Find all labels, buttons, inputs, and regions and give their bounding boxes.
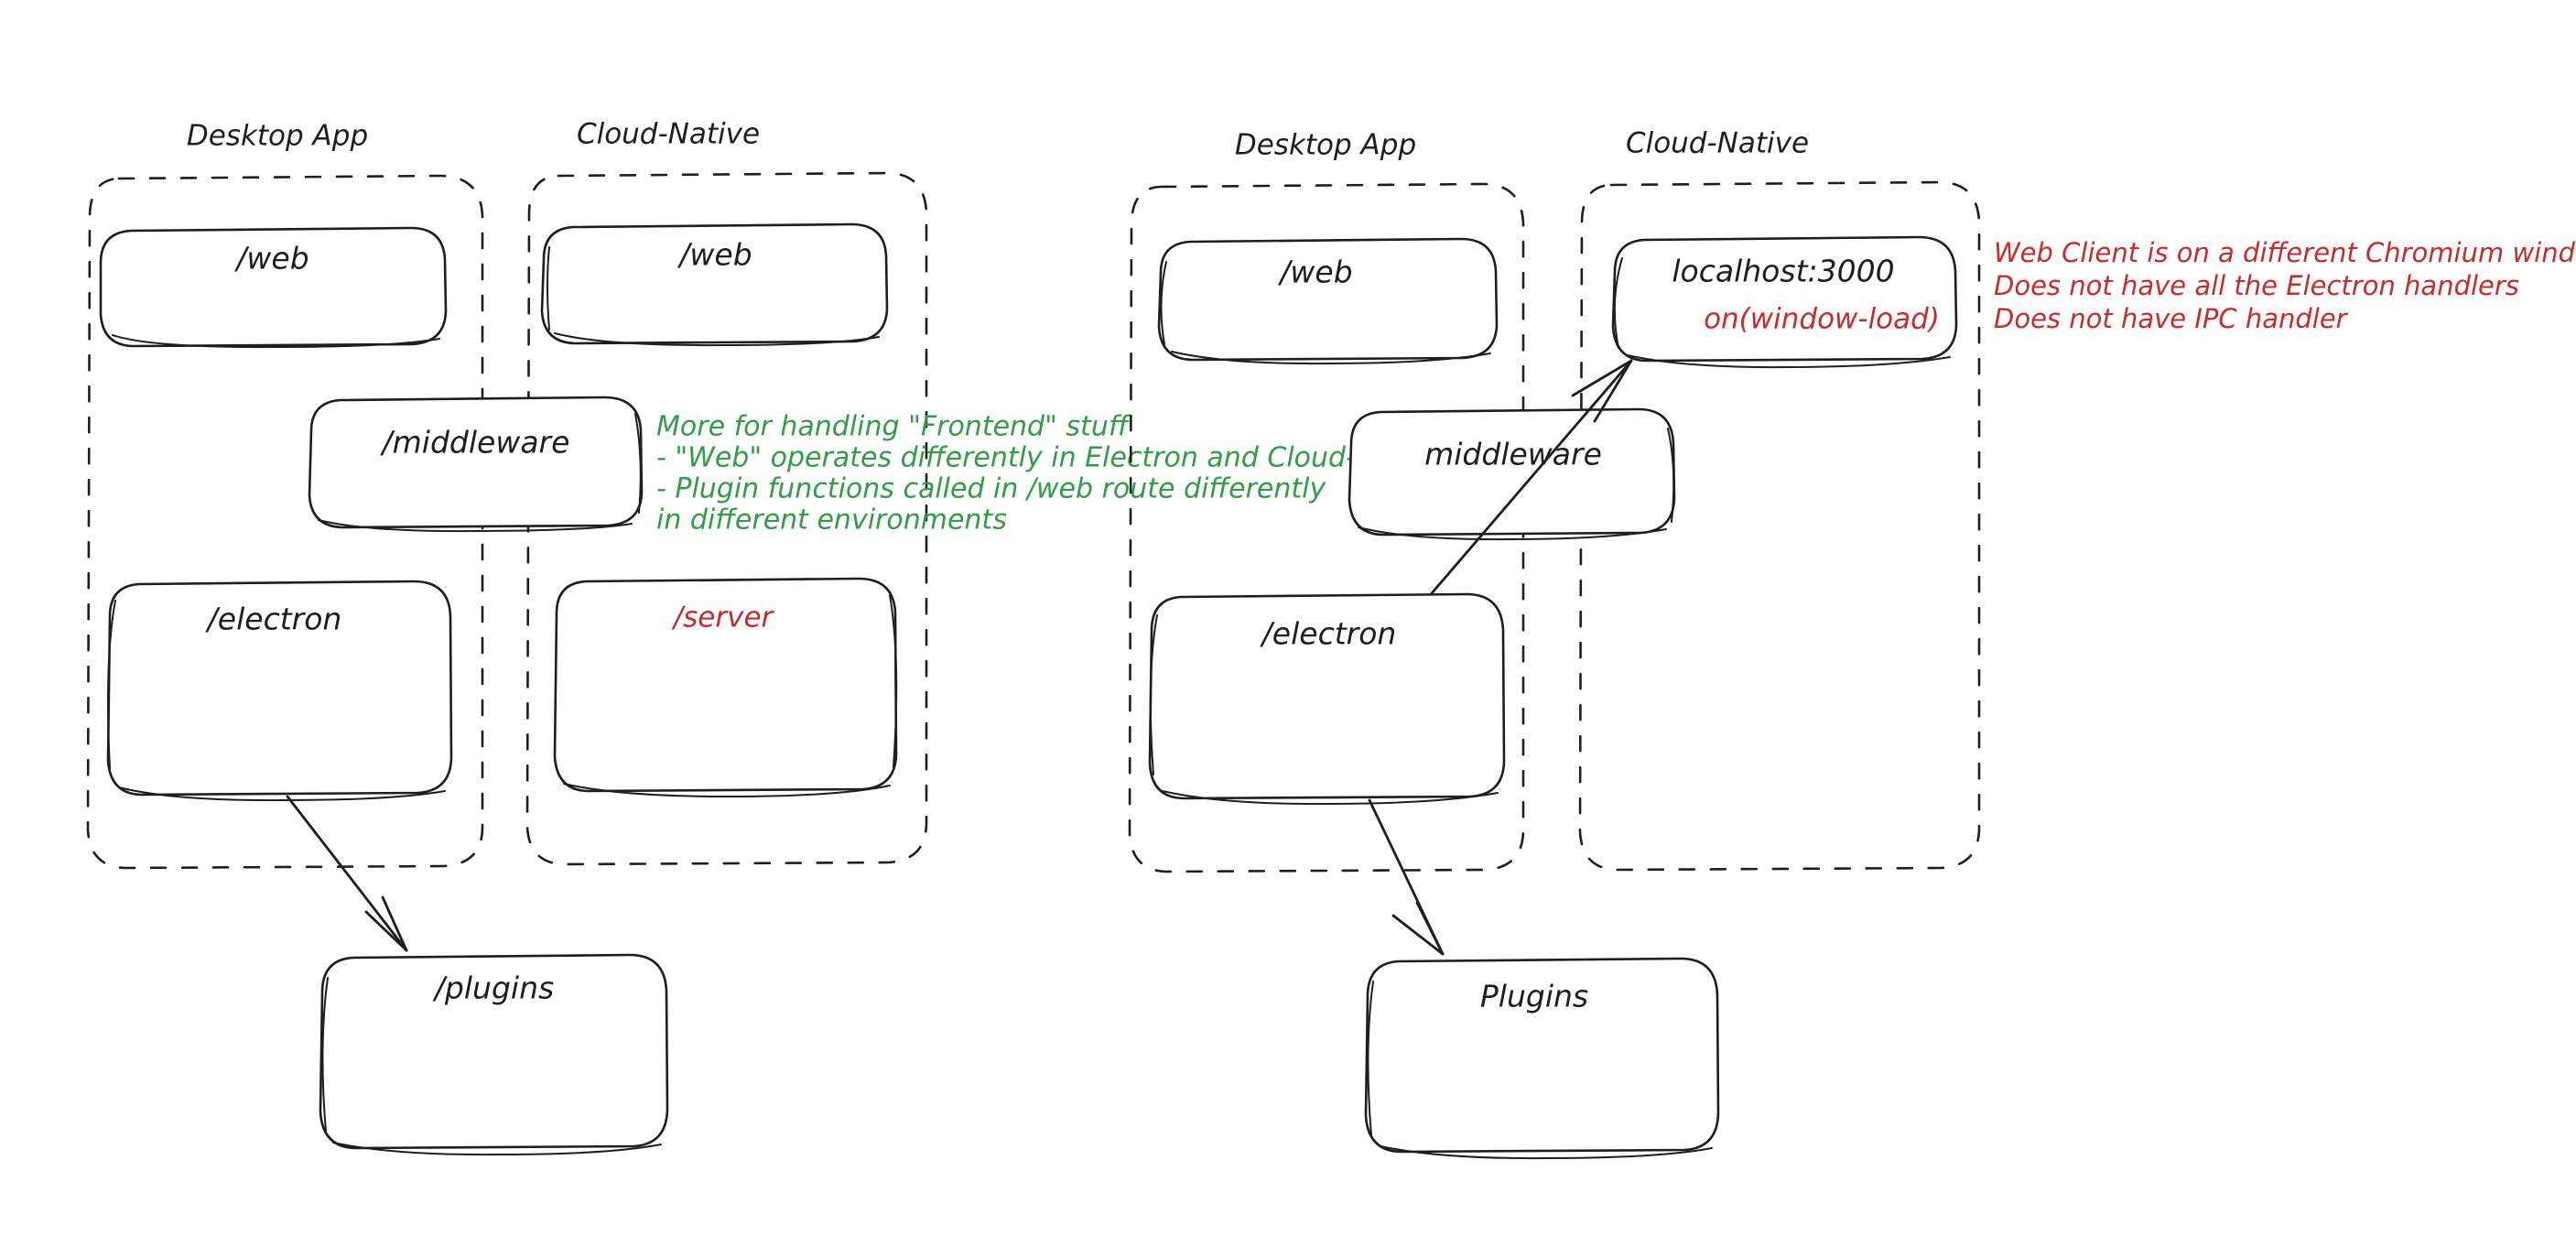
node-shape <box>540 222 889 345</box>
note-line: - Plugin functions called in /web route … <box>656 473 1326 505</box>
node-sub-label: on(window-load) <box>1704 303 1940 336</box>
node-label: /web <box>676 237 752 273</box>
node-shape <box>1364 957 1720 1154</box>
right-arrow-electron-to-plugins <box>1368 798 1445 956</box>
left-node-electron[interactable]: /electron <box>106 580 453 802</box>
node-shape-sketch <box>1367 981 1713 1160</box>
node-label: /plugins <box>432 970 554 1006</box>
note-line: More for handling "Frontend" stuff <box>656 411 1131 443</box>
dashed-container <box>1578 180 1981 872</box>
right-group-cloud-native: Cloud-Native <box>1578 127 1981 872</box>
dashed-container <box>1128 182 1525 873</box>
right-group-label-desktop-app: Desktop App <box>1235 129 1416 162</box>
node-label: /middleware <box>380 425 570 461</box>
right-note-red: Web Client is on a different Chromium wi… <box>1994 237 2576 334</box>
node-label: /electron <box>1260 616 1397 652</box>
node-shape-sketch <box>1149 614 1499 806</box>
right-node-middleware[interactable]: middleware <box>1348 407 1676 541</box>
dashed-container <box>525 171 928 866</box>
left-group-label-desktop-app: Desktop App <box>187 120 368 153</box>
node-shape-sketch <box>1358 428 1675 541</box>
node-label: /server <box>671 602 775 634</box>
left-node-server[interactable]: /server <box>553 577 898 797</box>
note-line: in different environments <box>656 504 1007 537</box>
note-line: Does not have IPC handler <box>1994 303 2349 334</box>
left-node-web-desktop[interactable]: /web <box>99 226 448 349</box>
right-node-electron[interactable]: /electron <box>1148 592 1506 806</box>
node-shape <box>319 953 669 1150</box>
note-line: - "Web" operates differently in Electron… <box>656 442 1445 474</box>
right-node-web[interactable]: /web <box>1157 237 1499 365</box>
node-shape <box>308 396 644 529</box>
node-shape-sketch <box>1160 261 1491 365</box>
right-group-desktop-app: Desktop App <box>1128 129 1525 873</box>
dashed-container <box>86 174 484 870</box>
node-shape-sketch <box>112 334 440 349</box>
left-note-green: More for handling "Frontend" stuff - "We… <box>656 411 1445 537</box>
node-shape <box>106 580 453 797</box>
node-shape-sketch <box>318 413 642 533</box>
note-line: Web Client is on a different Chromium wi… <box>1994 237 2576 268</box>
right-node-plugins[interactable]: Plugins <box>1364 957 1720 1160</box>
right-arrow-electron-to-localhost <box>1430 359 1633 595</box>
node-label: localhost:3000 <box>1672 254 1894 289</box>
node-label: /web <box>233 241 308 276</box>
node-label: middleware <box>1424 437 1602 472</box>
node-shape <box>99 226 448 348</box>
node-label: Plugins <box>1480 979 1588 1014</box>
left-group-cloud-native: Cloud-Native <box>525 118 928 866</box>
node-label: /electron <box>205 602 342 637</box>
note-line: Does not have all the Electron handlers <box>1994 270 2519 301</box>
left-node-web-cloud[interactable]: /web <box>540 222 889 347</box>
right-node-localhost-3000[interactable]: localhost:3000 on(window-load) <box>1611 235 1958 369</box>
node-shape <box>1611 235 1958 363</box>
left-group-label-cloud-native: Cloud-Native <box>577 118 760 151</box>
node-shape-sketch <box>1613 257 1951 369</box>
right-group-label-cloud-native: Cloud-Native <box>1626 127 1809 160</box>
left-node-plugins[interactable]: /plugins <box>319 953 669 1156</box>
left-arrow-electron-to-plugins <box>286 795 408 952</box>
node-label: /web <box>1277 255 1352 290</box>
node-shape-sketch <box>107 600 446 802</box>
node-shape-sketch <box>547 246 880 347</box>
left-group-desktop-app: Desktop App <box>86 120 484 870</box>
node-shape-sketch <box>321 977 662 1156</box>
node-shape-sketch <box>563 594 898 797</box>
node-shape <box>1348 407 1676 537</box>
left-node-middleware[interactable]: /middleware <box>308 396 644 533</box>
